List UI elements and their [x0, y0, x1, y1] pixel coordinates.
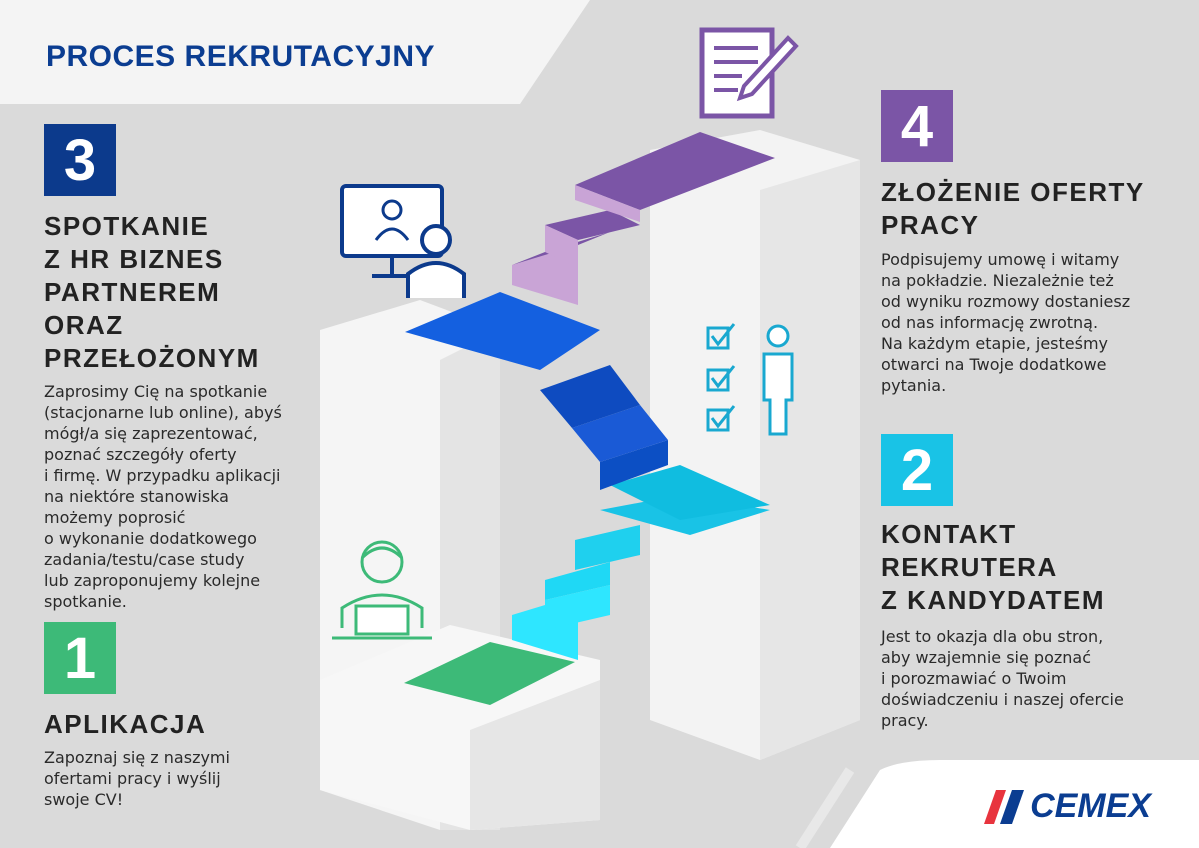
step-1-description: Zapoznaj się z naszymi ofertami pracy i …: [44, 748, 230, 809]
step-3-heading: SPOTKANIE Z HR BIZNES PARTNEREM ORAZ PRZ…: [44, 211, 260, 373]
step-1-landing: [404, 642, 575, 705]
step-4-heading: ZŁOŻENIE OFERTY PRACY: [881, 177, 1145, 240]
step-1-number-badge: 1: [44, 622, 116, 694]
step-4-description: Podpisujemy umowę i witamy na pokładzie.…: [881, 250, 1131, 395]
cemex-logo-text: CEMEX: [1030, 787, 1151, 825]
step-1-heading: APLIKACJA: [44, 709, 207, 739]
cemex-logo: CEMEX: [984, 787, 1151, 826]
step-2-number-badge: 2: [881, 434, 953, 506]
step-3-description: Zaprosimy Cię na spotkanie (stacjonarne …: [44, 382, 282, 611]
contract-pen-icon: [699, 27, 799, 119]
cemex-logo-mark-icon: [984, 789, 1025, 824]
step-2-heading: KONTAKT REKRUTERA Z KANDYDATEM: [881, 519, 1106, 615]
page-title: PROCES REKRUTACYJNY: [46, 40, 435, 73]
candidate-laptop-icon: [332, 540, 432, 640]
step-2-description: Jest to okazja dla obu stron, aby wzajem…: [881, 627, 1124, 730]
video-call-icon: [340, 184, 466, 298]
checklist-person-icon: [706, 323, 794, 436]
step-3-number-badge: 3: [44, 124, 116, 196]
step-4-number-badge: 4: [881, 90, 953, 162]
